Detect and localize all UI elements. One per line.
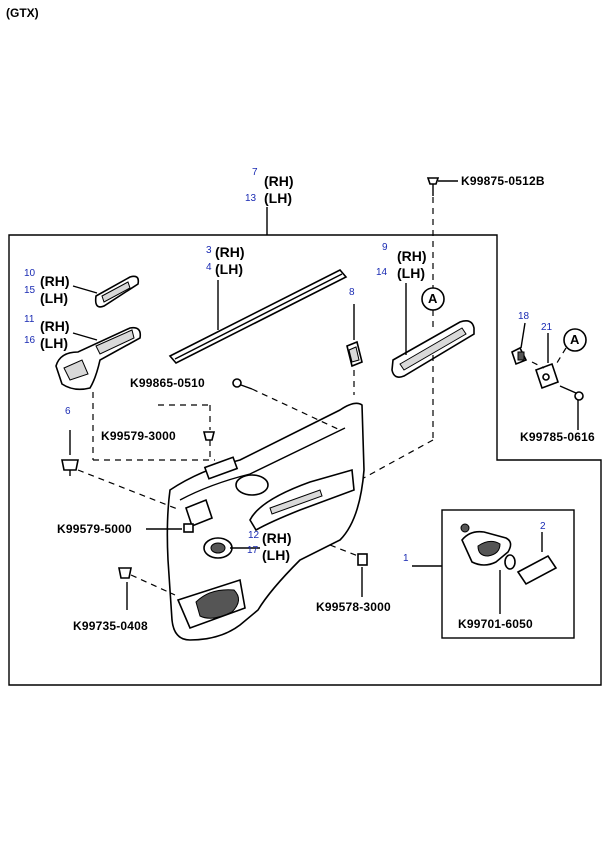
bolt-bottom-icon	[118, 567, 132, 579]
ref-number-14: 14	[376, 267, 388, 278]
side-lh-14: (LH)	[397, 265, 425, 281]
side-rh-9: (RH)	[397, 248, 427, 264]
ref-number-3: 3	[206, 245, 212, 256]
clip-lower-icon	[183, 523, 194, 533]
part-number-bolt-bottom: K99735-0408	[73, 619, 148, 633]
handle-cover-lower-icon	[55, 326, 142, 391]
part-number-clip-upper: K99579-3000	[101, 429, 176, 443]
ref-number-9: 9	[382, 242, 388, 253]
ref-number-8: 8	[349, 287, 355, 298]
side-lh-4: (LH)	[215, 261, 243, 277]
clip-8-icon	[346, 340, 363, 368]
ref-number-12: 12	[248, 530, 260, 541]
ref-number-17: 17	[247, 545, 259, 556]
top-screw-icon	[426, 177, 440, 196]
side-lh-17: (LH)	[262, 547, 290, 563]
ref-number-2: 2	[540, 521, 546, 532]
clip-right-icon	[357, 553, 368, 566]
assembly-frame	[8, 234, 602, 686]
pull-handle-icon	[391, 320, 475, 378]
ref-number-16: 16	[24, 335, 36, 346]
courtesy-lamp-icon	[460, 523, 512, 566]
side-rh-10: (RH)	[40, 273, 70, 289]
part-number-right-screw: K99785-0616	[520, 430, 595, 444]
bracket-18-icon	[511, 346, 528, 366]
side-lh-15: (LH)	[40, 290, 68, 306]
ref-number-18: 18	[518, 311, 530, 322]
door-trim-panel-icon	[166, 402, 365, 641]
handle-cover-upper-icon	[94, 275, 140, 308]
lamp-inset-box	[441, 509, 575, 639]
ref-number-6: 6	[65, 406, 71, 417]
callout-a-upper-label: A	[428, 291, 438, 306]
clip-upper-icon	[202, 431, 216, 441]
ref-number-1: 1	[403, 553, 409, 564]
side-lh-16: (LH)	[40, 335, 68, 351]
right-screw-icon	[559, 385, 584, 401]
part-number-screw-mid: K99865-0510	[130, 376, 205, 390]
screw-mid-icon	[232, 378, 253, 390]
bulb-icon	[504, 554, 516, 570]
ref-number-4: 4	[206, 262, 212, 273]
ref-number-11: 11	[24, 314, 35, 325]
ref-number-21: 21	[541, 322, 553, 333]
bracket-21-icon	[534, 362, 560, 390]
side-rh-11: (RH)	[40, 318, 70, 334]
side-rh-7: (RH)	[264, 173, 294, 189]
ref-number-7: 7	[252, 167, 258, 178]
part-number-top-screw: K99875-0512B	[461, 174, 545, 188]
belt-weatherstrip-icon	[168, 269, 348, 364]
callout-a-lower	[563, 328, 587, 352]
model-label: (GTX)	[6, 6, 39, 20]
side-rh-3: (RH)	[215, 244, 245, 260]
part-number-clip-lower: K99579-5000	[57, 522, 132, 536]
ref-number-13: 13	[245, 193, 257, 204]
part-number-bulb-socket: K99701-6050	[458, 617, 533, 631]
ref-number-15: 15	[24, 285, 36, 296]
fastener-6-icon	[61, 459, 79, 476]
side-rh-12: (RH)	[262, 530, 292, 546]
lamp-lens-icon	[516, 554, 558, 586]
part-number-clip-right: K99578-3000	[316, 600, 391, 614]
callout-a-lower-label: A	[570, 332, 580, 347]
ref-number-10: 10	[24, 268, 36, 279]
side-lh-13: (LH)	[264, 190, 292, 206]
